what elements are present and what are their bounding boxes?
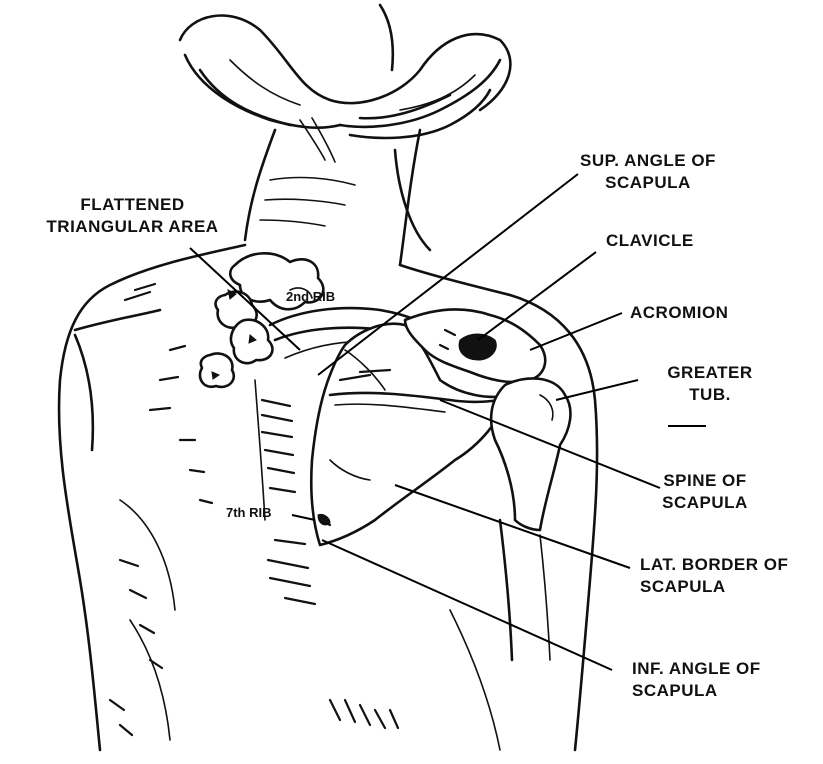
label-clavicle: CLAVICLE bbox=[606, 230, 694, 252]
label-inf-angle-of-scapula: INF. ANGLE OF SCAPULA bbox=[632, 658, 761, 702]
leader-rib7 bbox=[292, 515, 315, 520]
label-greater-tub: GREATER TUB. bbox=[645, 362, 775, 406]
leader-greater-tub bbox=[556, 380, 638, 400]
label-spine-line2: SCAPULA bbox=[640, 492, 770, 514]
label-rib7: 7th RIB bbox=[226, 505, 272, 520]
ribs bbox=[255, 380, 315, 604]
label-lat-border-of-scapula: LAT. BORDER OF SCAPULA bbox=[640, 554, 788, 598]
label-flattened-triangular-area: FLATTENED TRIANGULAR AREA bbox=[30, 194, 235, 238]
label-sup-angle-of-scapula: SUP. ANGLE OF SCAPULA bbox=[568, 150, 728, 194]
leader-acromion bbox=[530, 313, 622, 350]
label-sup-angle-line2: SCAPULA bbox=[568, 172, 728, 194]
label-spine-line1: SPINE OF bbox=[640, 470, 770, 492]
label-inf-angle-line2: SCAPULA bbox=[632, 680, 761, 702]
label-greater-line2: TUB. bbox=[645, 384, 775, 406]
label-lat-border-line2: SCAPULA bbox=[640, 576, 788, 598]
label-acromion: ACROMION bbox=[630, 302, 728, 324]
humerus bbox=[491, 378, 570, 660]
label-spine-of-scapula: SPINE OF SCAPULA bbox=[640, 470, 770, 514]
label-rib2: 2nd RIB bbox=[286, 289, 335, 304]
leader-inf-angle bbox=[322, 540, 612, 670]
label-flattened-line2: TRIANGULAR AREA bbox=[30, 216, 235, 238]
label-greater-line1: GREATER bbox=[645, 362, 775, 384]
hair bbox=[180, 5, 510, 162]
leader-clavicle bbox=[478, 252, 596, 340]
label-flattened-line1: FLATTENED bbox=[30, 194, 235, 216]
label-lat-border-line1: LAT. BORDER OF bbox=[640, 554, 788, 576]
label-inf-angle-line1: INF. ANGLE OF bbox=[632, 658, 761, 680]
neck bbox=[245, 130, 430, 265]
label-sup-angle-line1: SUP. ANGLE OF bbox=[568, 150, 728, 172]
